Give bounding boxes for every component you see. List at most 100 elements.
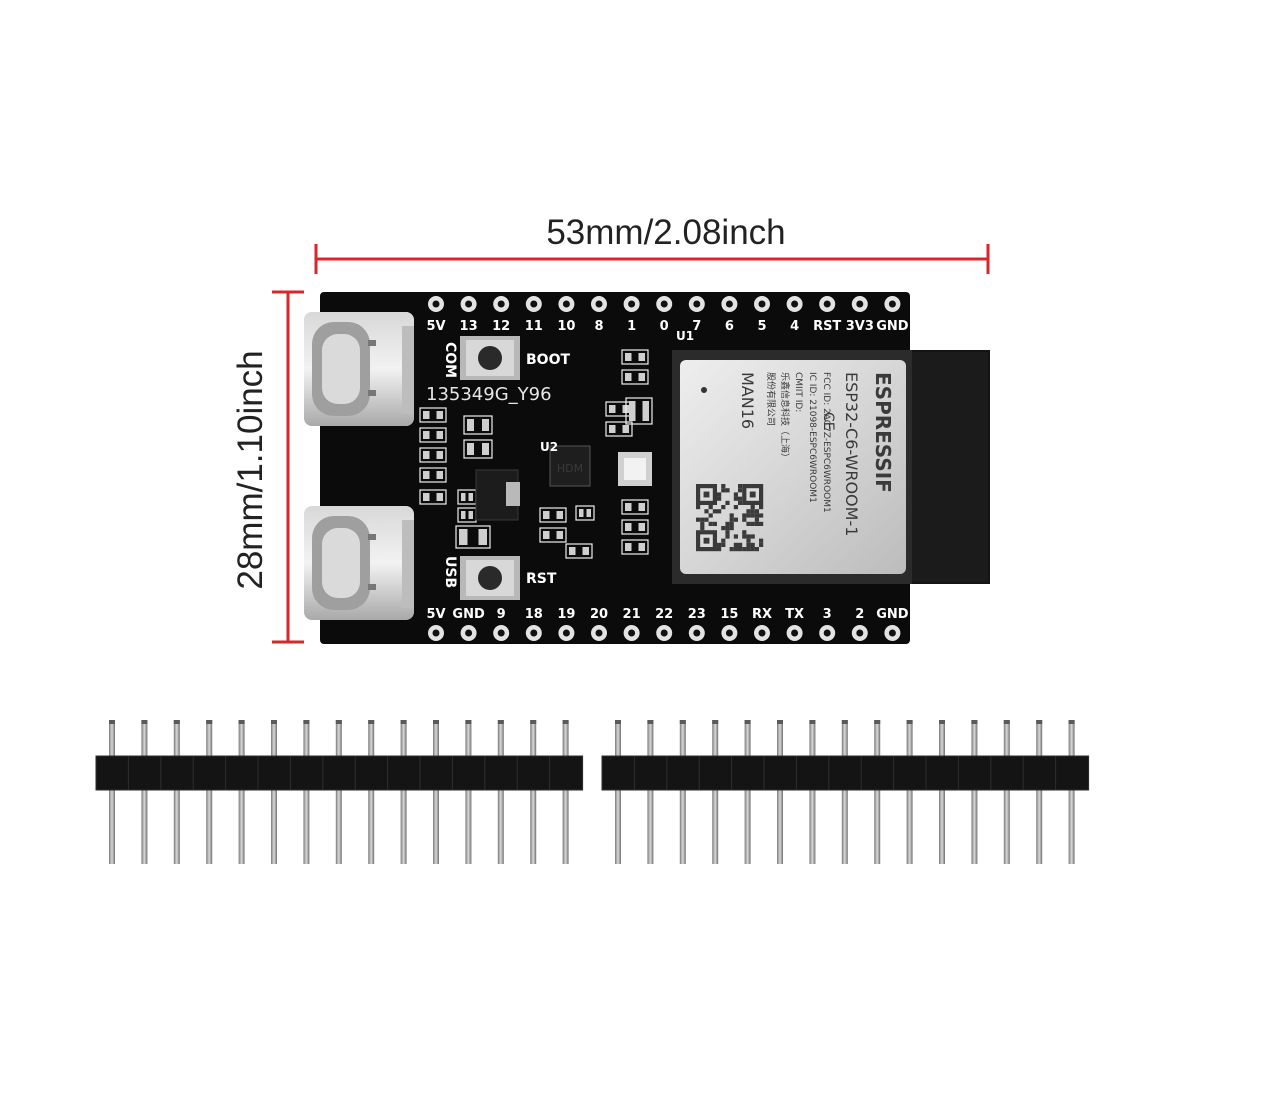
qr-module <box>733 492 738 497</box>
smd-pad <box>638 353 645 361</box>
smd-footprint <box>419 407 447 423</box>
smd-pad <box>423 411 430 419</box>
smd-pad <box>586 509 591 517</box>
pin-hole-center <box>856 629 864 637</box>
qr-module <box>759 538 764 543</box>
qr-module <box>738 496 743 501</box>
top-pin-label: 10 <box>557 319 575 334</box>
header-pin-tip <box>271 720 277 724</box>
qr-module <box>733 542 738 547</box>
header-pin <box>530 720 537 864</box>
header-pin-tip <box>303 720 310 724</box>
header-pin-tip <box>400 720 407 724</box>
qr-module <box>721 538 726 543</box>
qr-code <box>696 484 764 552</box>
header-pin-tip <box>562 720 569 724</box>
header-pin <box>141 720 148 864</box>
smd-pad <box>423 431 430 439</box>
qr-module <box>754 513 759 518</box>
smd-pad <box>436 411 443 419</box>
header-spacer <box>698 755 733 791</box>
qr-module <box>721 526 726 531</box>
smd-footprint <box>539 507 567 523</box>
bottom-pin-label: 2 <box>855 607 864 622</box>
smd-pad <box>625 503 632 511</box>
header-spacer <box>990 755 1025 791</box>
com-label: COM <box>442 342 458 378</box>
u2-label: U2 <box>540 440 558 454</box>
qr-module <box>729 521 734 526</box>
esp32-c6-module: ESPRESSIF ESP32-C6-WROOM-1 FCC ID: 2AC7Z… <box>672 350 912 584</box>
qr-module <box>754 517 759 522</box>
header-pin <box>971 720 978 864</box>
smd-pad <box>423 493 430 501</box>
qr-module <box>746 547 751 552</box>
smd-pad <box>638 503 645 511</box>
qr-module <box>712 521 717 526</box>
bottom-pin-label: 5V <box>426 607 445 622</box>
header-pin <box>562 720 569 864</box>
pin-hole-center <box>497 300 505 308</box>
qr-module <box>725 530 730 535</box>
antenna-pcb <box>912 352 988 582</box>
smd-pad <box>467 419 474 431</box>
header-pin-tip <box>906 720 913 724</box>
qr-module <box>759 505 764 510</box>
smd-pad <box>459 529 468 545</box>
header-spacer <box>225 755 260 791</box>
header-pin <box>303 720 310 864</box>
header-pin-tip <box>874 720 881 724</box>
pin-hole-center <box>530 300 538 308</box>
header-spacer <box>127 755 162 791</box>
header-pin-tip <box>679 720 686 724</box>
pin-hole-center <box>595 629 603 637</box>
qr-module <box>746 534 751 539</box>
qr-module <box>733 505 738 510</box>
smd-footprint <box>565 543 593 559</box>
bottom-pin-label: 9 <box>497 607 506 622</box>
smd-pad <box>556 531 563 539</box>
header-spacer <box>795 755 830 791</box>
header-pin-tip <box>841 720 848 724</box>
bottom-pin-label: 21 <box>623 607 641 622</box>
dimension-annotations: 53mm/2.08inch 28mm/1.10inch <box>231 213 990 644</box>
qr-module <box>729 547 734 552</box>
smd-pad <box>467 443 474 455</box>
top-pin-label: 6 <box>725 319 734 334</box>
top-pin-label: 0 <box>660 319 669 334</box>
qr-module <box>742 547 747 552</box>
header-pin <box>335 720 342 864</box>
header-pin-tip <box>206 720 213 724</box>
header-spacer <box>925 755 960 791</box>
module-ic: IC ID: 21098-ESPC6WROOM1 <box>807 372 817 503</box>
qr-module <box>754 547 759 552</box>
qr-module <box>717 542 722 547</box>
qr-module <box>725 488 730 493</box>
qr-module <box>742 517 747 522</box>
qr-module <box>733 547 738 552</box>
module-brand: ESPRESSIF <box>871 372 895 493</box>
pin-hole-center <box>888 300 896 308</box>
smd-pad <box>543 511 550 519</box>
header-pin-tip <box>368 720 375 724</box>
qr-module <box>742 530 747 535</box>
qr-module <box>742 513 747 518</box>
header-spacer <box>860 755 895 791</box>
header-pin-tip <box>1036 720 1043 724</box>
pin-hole-center <box>465 629 473 637</box>
header-pin <box>615 720 621 864</box>
smd-pad <box>579 509 584 517</box>
header-spacer <box>828 755 863 791</box>
top-pin-label: 8 <box>594 319 603 334</box>
pin-header-strip <box>601 720 1090 864</box>
qr-module <box>721 542 726 547</box>
header-spacer <box>484 755 519 791</box>
header-pin-tip <box>615 720 621 724</box>
header-pin-tip <box>971 720 978 724</box>
header-pin <box>173 720 180 864</box>
smd-footprint <box>463 439 493 459</box>
qr-module <box>708 505 713 510</box>
qr-module <box>733 534 738 539</box>
